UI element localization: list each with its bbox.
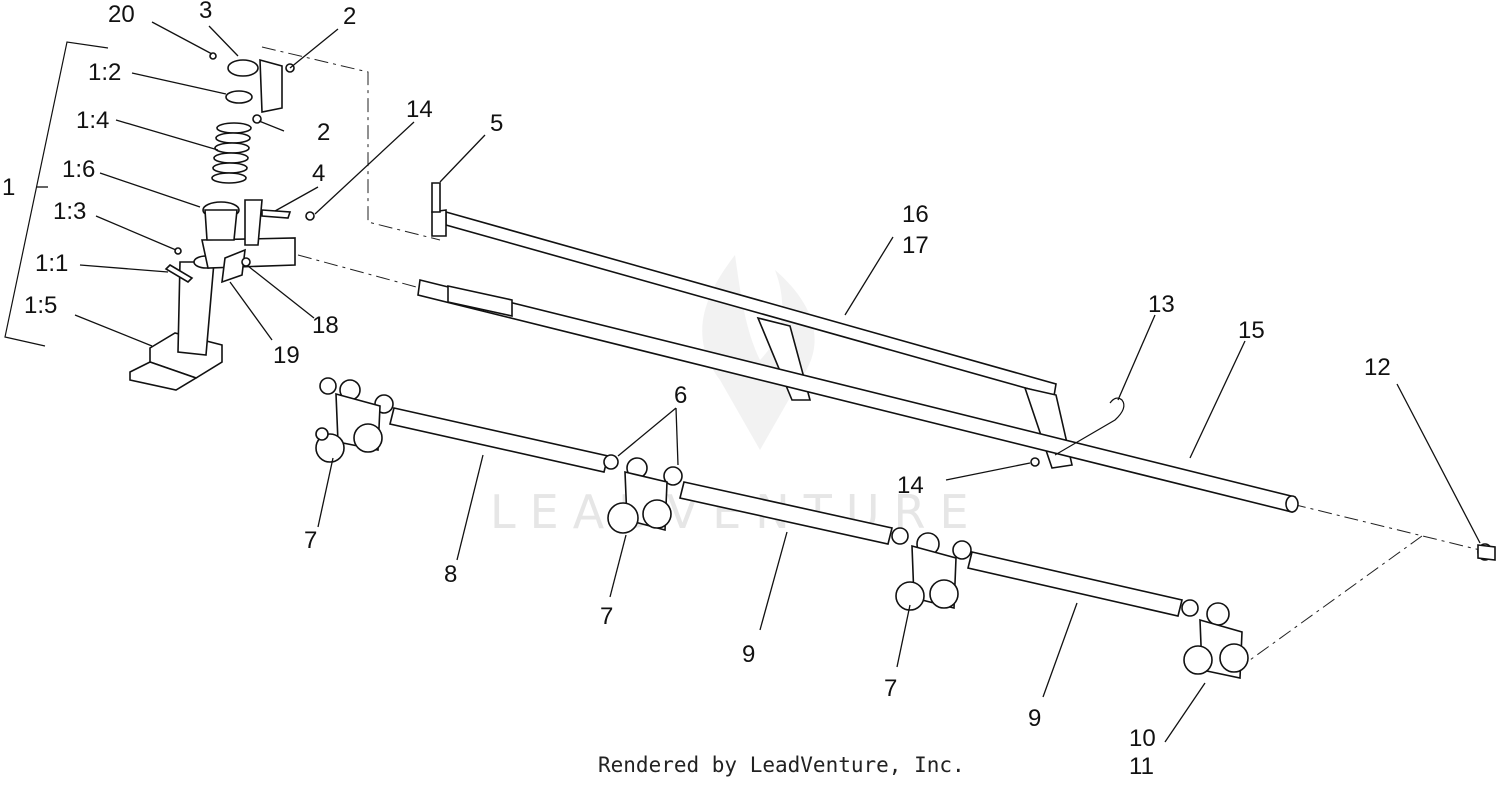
- callout-labels: 20 3 2 1:2 1:4 2 1 1:6 4 14 1:3 1:1 1:5 …: [2, 0, 1391, 780]
- callout-2-top: 2: [343, 3, 356, 30]
- callout-7-b: 7: [600, 603, 613, 630]
- main-boom-tube: [417, 279, 1496, 561]
- rendered-by-credit: Rendered by LeadVenture, Inc.: [598, 753, 965, 777]
- callout-1-1: 1:1: [35, 250, 68, 277]
- spring: [211, 122, 252, 184]
- callout-17: 17: [902, 232, 929, 259]
- callout-12: 12: [1364, 354, 1391, 381]
- callout-10: 10: [1129, 725, 1156, 752]
- callout-1-3: 1:3: [53, 198, 86, 225]
- callout-3: 3: [199, 0, 212, 24]
- callout-6: 6: [674, 382, 687, 409]
- callout-19: 19: [273, 342, 300, 369]
- callout-2-mid: 2: [317, 119, 330, 146]
- callout-1: 1: [2, 174, 15, 201]
- callout-14-bottom: 14: [897, 472, 924, 499]
- callout-1-2: 1:2: [88, 59, 121, 86]
- callout-1-5: 1:5: [24, 292, 57, 319]
- callout-11: 11: [1129, 753, 1154, 780]
- pivot-assembly: [129, 52, 315, 391]
- nozzle-pipes: [389, 407, 1183, 617]
- callout-1-6: 1:6: [62, 156, 95, 183]
- assembly-bracket: [4, 41, 109, 347]
- callout-13: 13: [1148, 291, 1175, 318]
- callout-9-a: 9: [742, 641, 755, 668]
- callout-7-c: 7: [884, 675, 897, 702]
- assembly-lines: [261, 46, 1481, 661]
- nut: [1030, 457, 1040, 467]
- callout-8: 8: [444, 561, 457, 588]
- callout-7-a: 7: [304, 527, 317, 554]
- callout-18: 18: [312, 312, 339, 339]
- callout-1-4: 1:4: [76, 107, 109, 134]
- leader-lines: [36, 21, 1481, 743]
- nozzle-bodies: [315, 377, 1249, 679]
- callout-20: 20: [108, 1, 135, 28]
- callout-9-b: 9: [1028, 705, 1041, 732]
- j-bolt: [1054, 397, 1125, 456]
- callout-14-top: 14: [406, 96, 433, 123]
- callout-15: 15: [1238, 317, 1265, 344]
- callout-5: 5: [490, 110, 503, 137]
- callout-4: 4: [312, 160, 325, 187]
- callout-16: 16: [902, 201, 929, 228]
